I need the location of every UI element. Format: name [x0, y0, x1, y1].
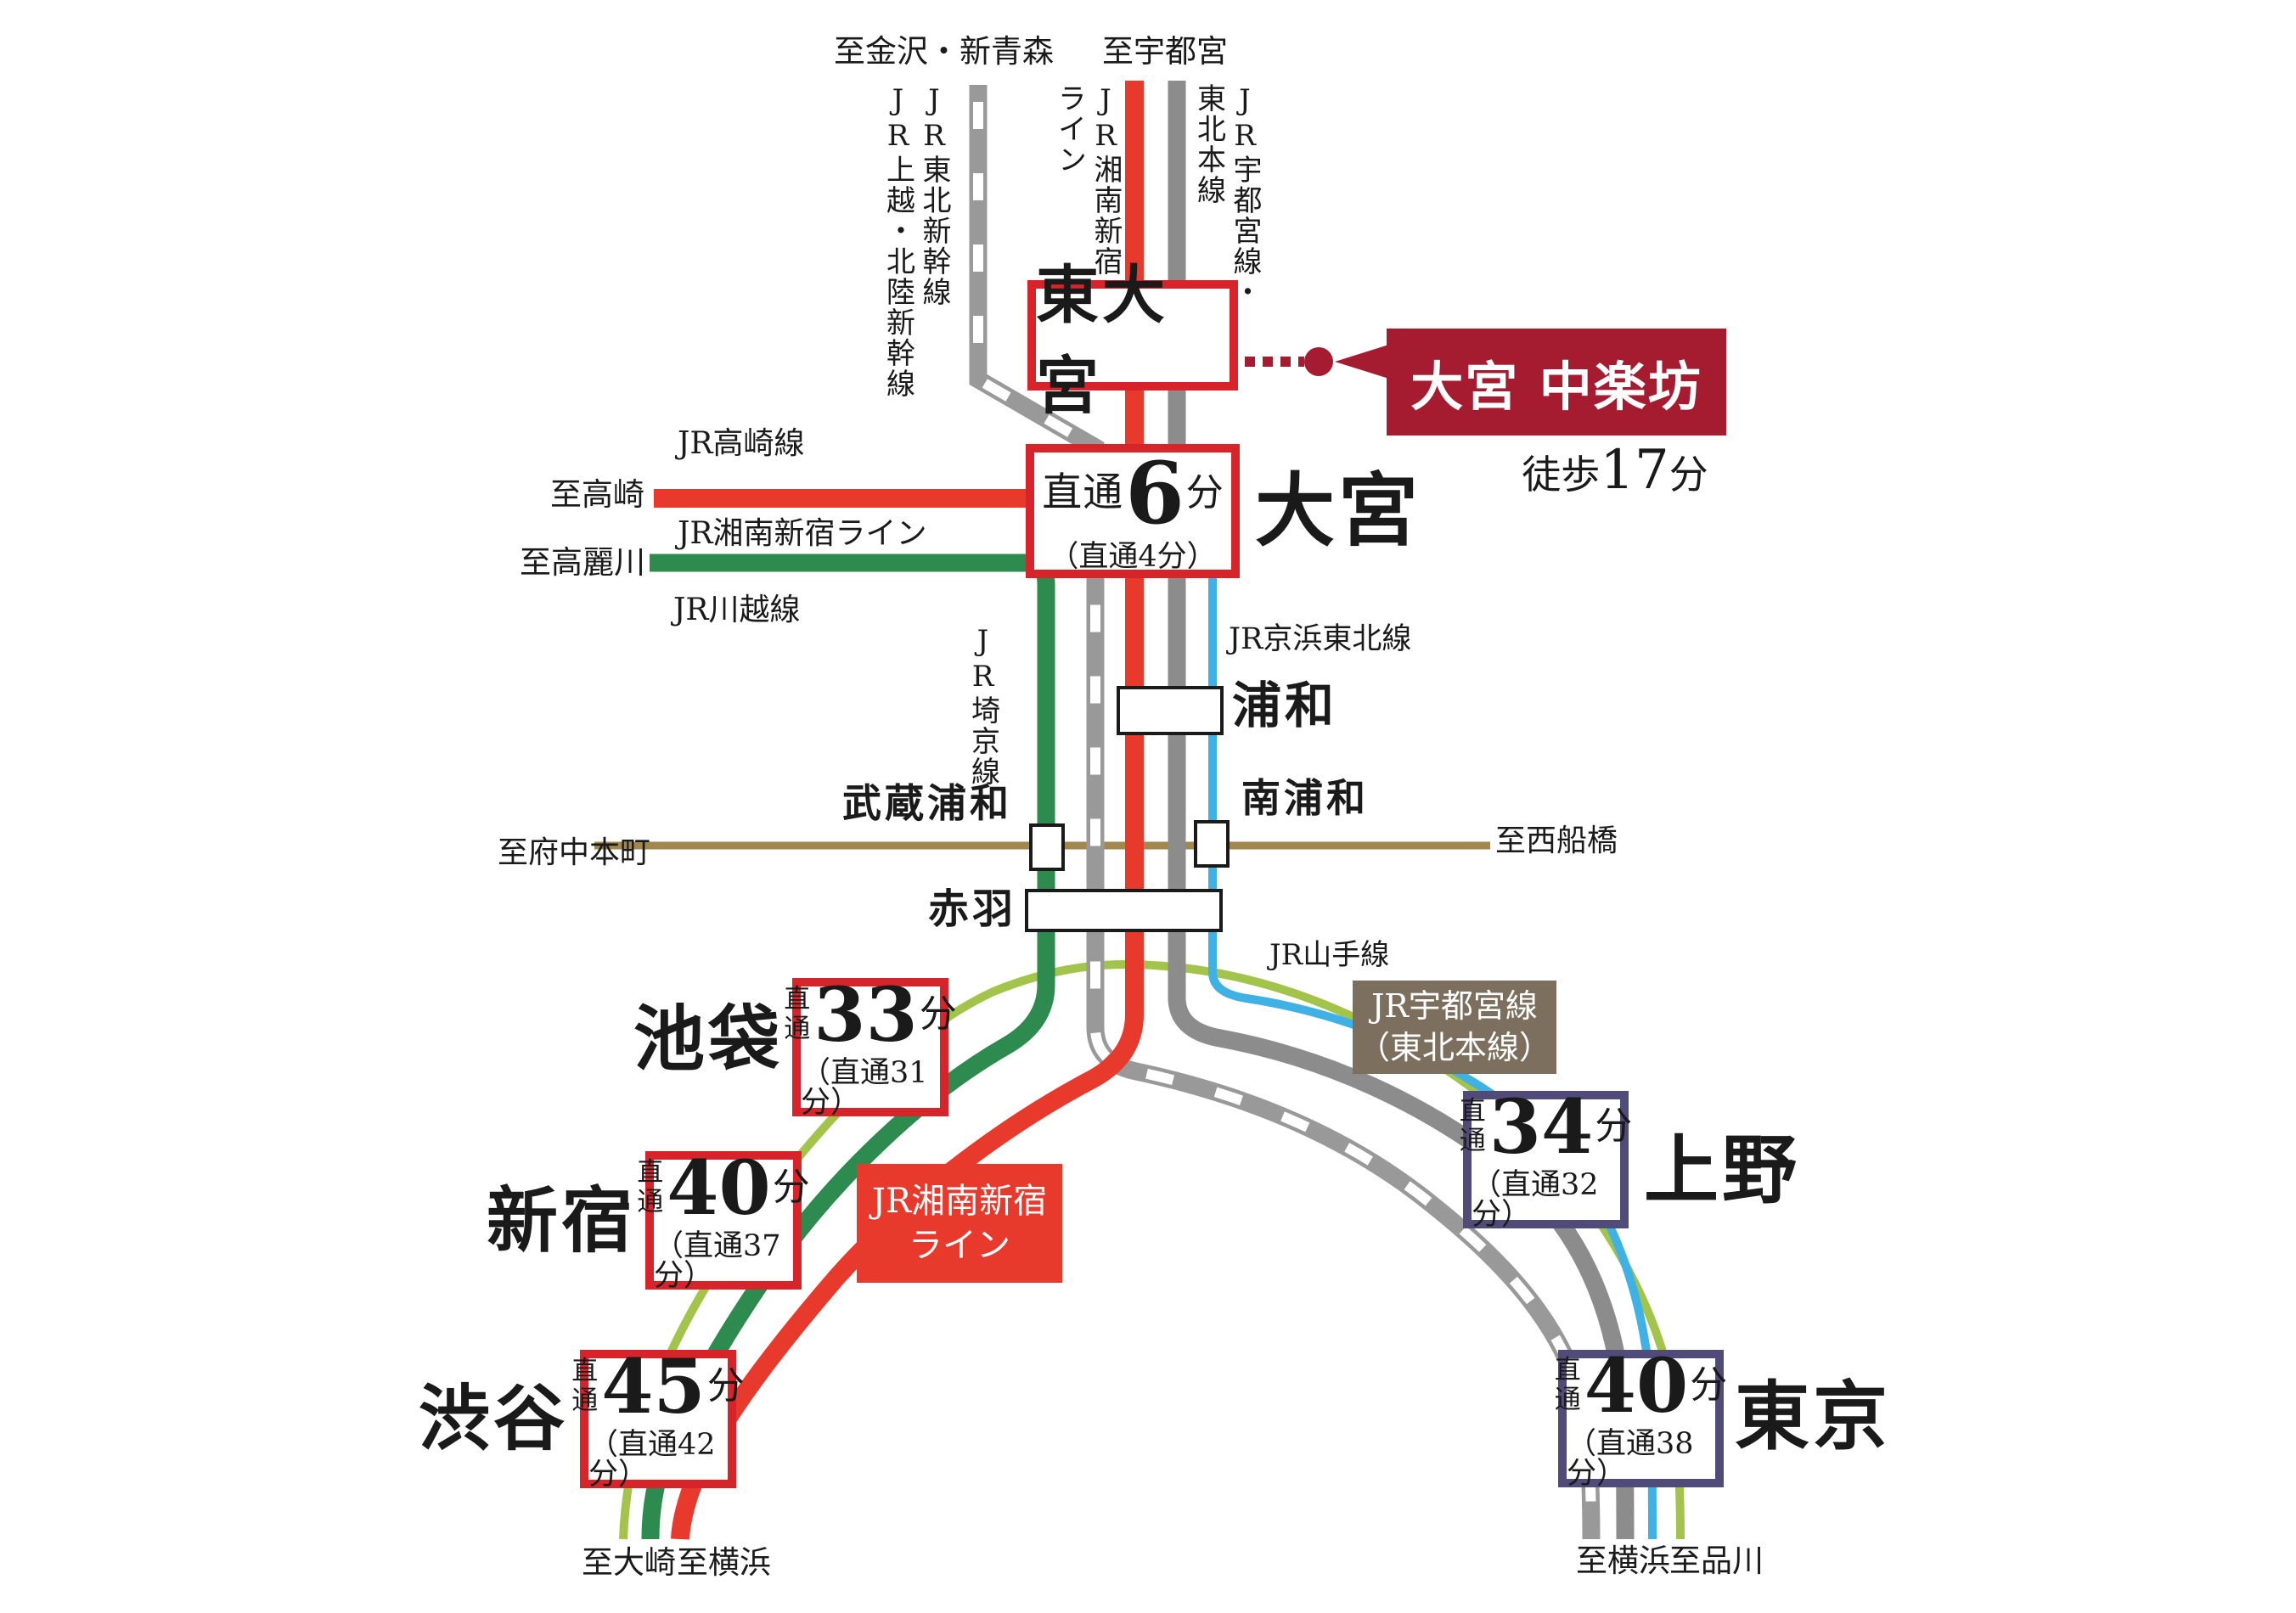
property-location-dot	[1304, 347, 1333, 376]
shonan-shinjuku-label-col2: ライン	[1052, 83, 1087, 175]
tokyo-minutes: 40	[1584, 1341, 1689, 1430]
minami-urawa-station-box	[1194, 820, 1230, 868]
urawa-station-name: 浦和	[1232, 677, 1338, 734]
tokyo-paren-time: （直通38分）	[1567, 1427, 1694, 1491]
omiya-minutes-unit: 分	[1185, 470, 1224, 514]
to-osaki-label: 至大崎	[582, 1544, 676, 1581]
yamanote-line-label: JR山手線	[1269, 938, 1390, 972]
to-takasaki-label: 至高崎	[550, 476, 644, 513]
walk-minutes: 17	[1600, 439, 1669, 502]
shonan-shinjuku-label-col1: JR湘南新宿	[1089, 83, 1123, 277]
joetsu-hokuriku-shinkansen-label: JR上越・北陸新幹線	[881, 83, 915, 399]
to-komagawa-label: 至高麗川	[520, 544, 645, 581]
walk-time: 徒歩17分	[1488, 439, 1742, 503]
ueno-station-name: 上野	[1644, 1126, 1801, 1214]
takasaki-line-label: JR高崎線	[678, 426, 805, 461]
shibuya-station-name: 渋谷	[419, 1376, 569, 1460]
omiya-direct-label: 直通	[1042, 469, 1124, 516]
ikebukuro-minutes-unit: 分	[919, 992, 957, 1036]
shonan-badge-line2: ライン	[909, 1226, 1010, 1265]
omiya-station-name: 大宮	[1255, 464, 1422, 558]
shibuya-minutes-unit: 分	[706, 1363, 745, 1408]
shinjuku-paren-time: （直通37分）	[654, 1228, 781, 1293]
akabane-station-name: 赤羽	[928, 885, 1017, 933]
utsunomiya-line-label-col2: 東北本線	[1191, 83, 1226, 205]
ueno-minutes: 34	[1488, 1082, 1594, 1171]
to-yokohama-right-label: 至横浜	[1576, 1543, 1670, 1579]
omiya-paren-time: （直通4分）	[1049, 539, 1217, 574]
property-pointer-triangle	[1335, 343, 1394, 380]
shinjuku-minutes-unit: 分	[772, 1165, 810, 1209]
ueno-direct-label: 直通	[1459, 1096, 1486, 1156]
shonan-shinjuku-line-name: JR湘南新宿 ライン	[1051, 83, 1123, 338]
utsunomiya-line-name: JR宇都宮線・ 東北本線	[1190, 83, 1263, 338]
walk-label: 徒歩	[1522, 452, 1601, 497]
shonan-shinjuku-line-badge: JR湘南新宿 ライン	[857, 1164, 1062, 1283]
to-nishi-funabashi-label: 至西船橋	[1495, 823, 1618, 858]
keihin-tohoku-line-label: JR京浜東北線	[1229, 622, 1412, 656]
utsunomiya-badge-line2: （東北本線）	[1357, 1029, 1551, 1066]
utsunomiya-badge-line1: JR宇都宮線	[1371, 986, 1538, 1025]
musashi-urawa-station-name: 武蔵浦和	[842, 780, 1012, 826]
shibuya-direct-label: 直通	[571, 1355, 599, 1416]
ikebukuro-direct-label: 直通	[784, 983, 811, 1044]
ueno-minutes-unit: 分	[1595, 1104, 1633, 1148]
kawagoe-line-label: JR川越線	[673, 593, 801, 627]
shonan-shinjuku-line	[671, 81, 1144, 1540]
higashi-omiya-station-name: 東大宮	[1036, 259, 1168, 423]
shonan-shinjuku-west-label: JR湘南新宿ライン	[678, 516, 927, 551]
shinjuku-station-name: 新宿	[487, 1178, 637, 1262]
property-name: 大宮 中楽坊	[1410, 356, 1702, 418]
shibuya-paren-time: （直通42分）	[588, 1427, 716, 1492]
omiya-minutes: 6	[1125, 442, 1185, 543]
to-kanazawa-shinaomori-label: 至金沢・新青森	[834, 33, 1054, 70]
utsunomiya-line-badge: JR宇都宮線 （東北本線）	[1353, 981, 1556, 1074]
ikebukuro-paren-time: （直通31分）	[801, 1055, 928, 1120]
tokyo-station-name: 東京	[1735, 1372, 1892, 1460]
to-shinagawa-label: 至品川	[1669, 1543, 1764, 1579]
shonan-badge-line1: JR湘南新宿	[871, 1182, 1048, 1221]
shinjuku-minutes: 40	[667, 1143, 771, 1232]
walk-unit: 分	[1669, 452, 1708, 497]
tokyo-direct-label: 直通	[1554, 1355, 1581, 1415]
urawa-station-box	[1117, 686, 1224, 735]
shibuya-minutes: 45	[601, 1341, 706, 1430]
shinkansen-line-dashes	[973, 85, 1596, 1540]
higashi-omiya-station-box: 東大宮	[1027, 259, 1238, 423]
to-fuchu-hommachi-label: 至府中本町	[498, 835, 651, 870]
ikebukuro-station-name: 池袋	[633, 997, 784, 1081]
akabane-station-box	[1025, 889, 1223, 932]
minami-urawa-station-name: 南浦和	[1241, 775, 1369, 821]
to-yokohama-left-label: 至横浜	[677, 1544, 771, 1581]
utsunomiya-line-label-col1: JR宇都宮線・	[1228, 83, 1262, 307]
shinjuku-direct-label: 直通	[637, 1156, 664, 1217]
property-name-box: 大宮 中楽坊	[1387, 329, 1726, 436]
musashi-urawa-station-box	[1029, 823, 1065, 871]
to-utsunomiya-label: 至宇都宮	[1102, 33, 1228, 70]
ueno-paren-time: （直通32分）	[1472, 1168, 1599, 1232]
tohoku-shinkansen-label: JR東北新幹線	[917, 83, 951, 307]
shinkansen-line-names: JR東北新幹線 JR上越・北陸新幹線	[880, 83, 952, 491]
tokyo-minutes-unit: 分	[1690, 1363, 1728, 1407]
ikebukuro-minutes: 33	[813, 969, 918, 1059]
saikyo-line-label: JR埼京線	[965, 624, 1000, 787]
